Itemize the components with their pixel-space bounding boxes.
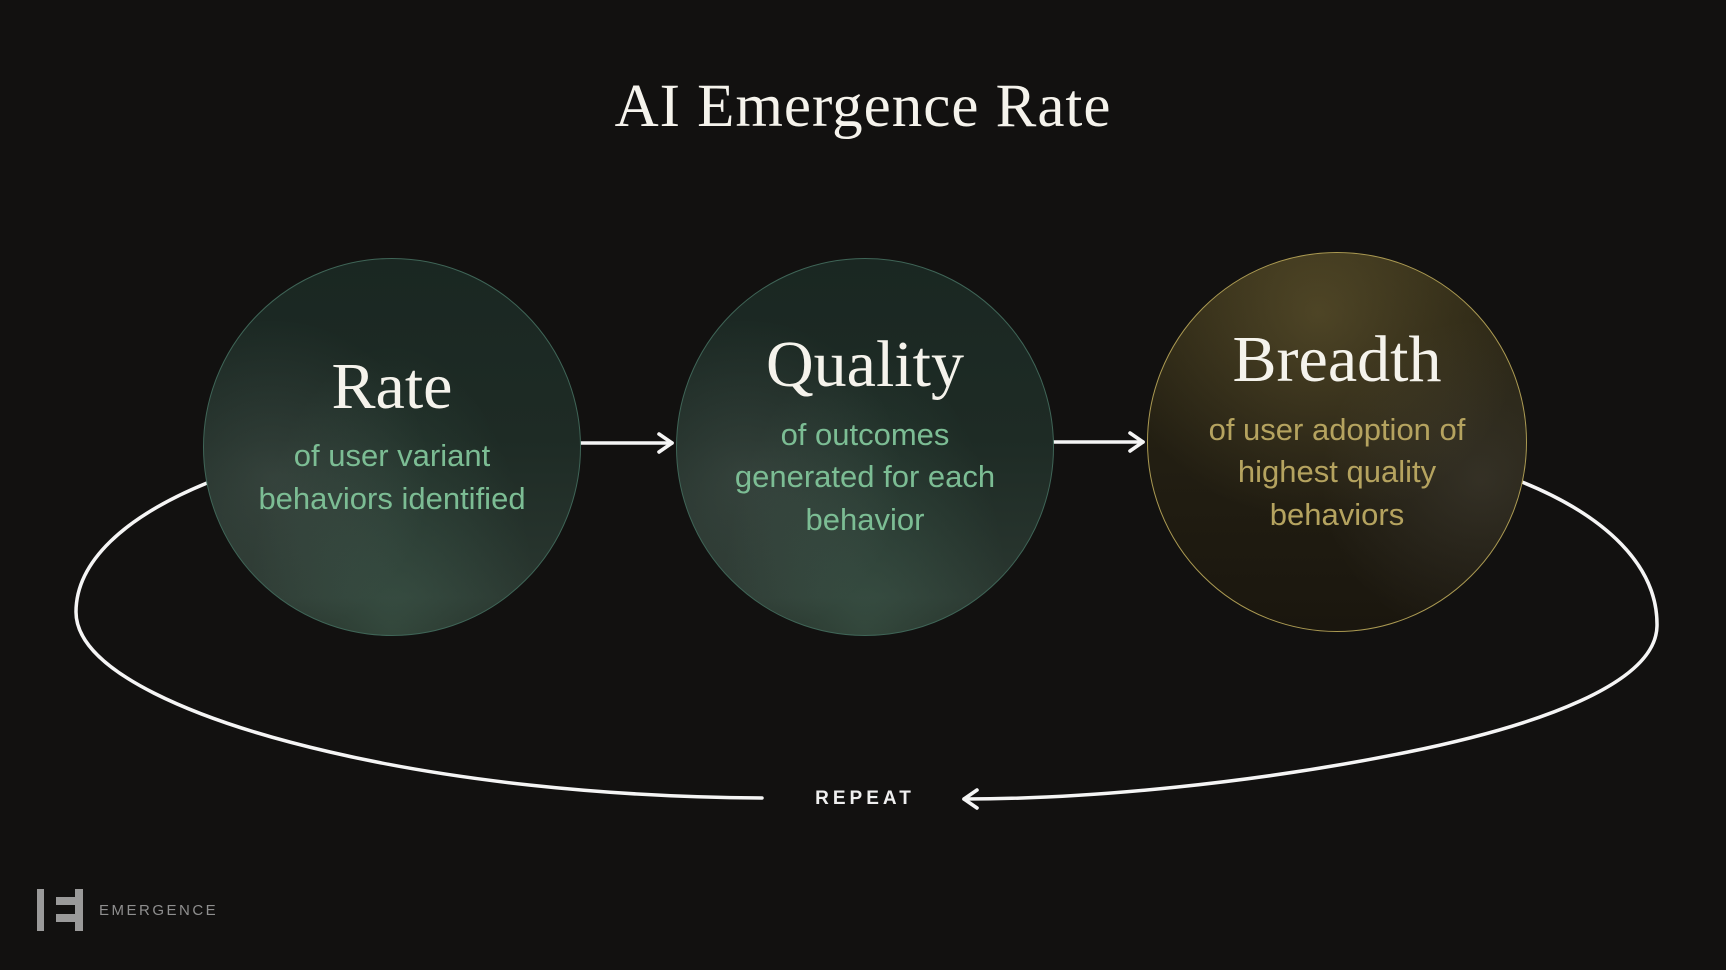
- node-quality: Quality of outcomes generated for each b…: [676, 258, 1054, 636]
- node-breadth-description: of user adoption of highest quality beha…: [1208, 411, 1466, 533]
- repeat-label: REPEAT: [815, 788, 915, 809]
- logo-bar-arm-mid: [56, 914, 75, 922]
- brand-logo: EMERGENCE: [37, 889, 218, 931]
- repeat-loop-left-curve: [74, 481, 764, 800]
- node-breadth-heading: Breadth: [1232, 323, 1442, 397]
- node-rate-heading: Rate: [331, 349, 453, 423]
- repeat-loop-right-curve: [962, 480, 1659, 810]
- node-quality-description: of outcomes generated for each behavior: [734, 416, 996, 538]
- logo-bar-right: [75, 889, 83, 931]
- node-quality-heading: Quality: [766, 328, 964, 402]
- logo-bar-left: [37, 889, 44, 931]
- page-title: AI Emergence Rate: [614, 73, 1112, 140]
- node-rate-description: of user variant behaviors identified: [258, 437, 526, 516]
- node-breadth: Breadth of user adoption of highest qual…: [1147, 252, 1527, 632]
- logo-bar-arm-top: [56, 897, 75, 905]
- emergence-logo-icon: [37, 889, 83, 931]
- node-rate: Rate of user variant behaviors identifie…: [203, 258, 581, 636]
- brand-name: EMERGENCE: [99, 901, 219, 919]
